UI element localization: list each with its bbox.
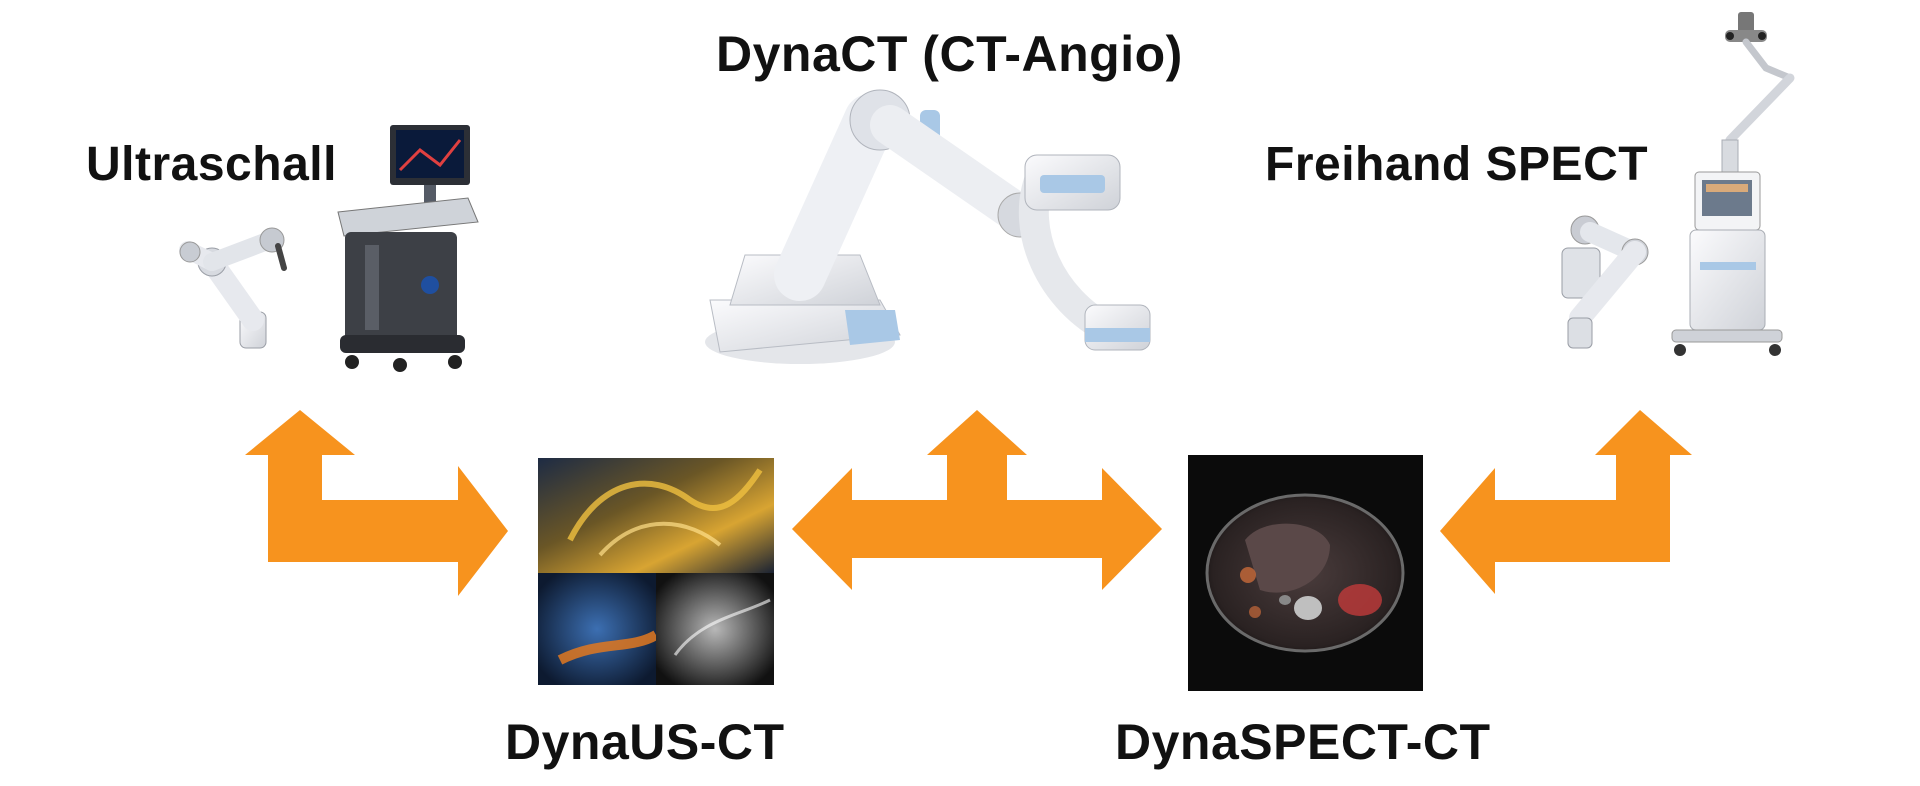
arrow-dynact-to-dynaus-and-dynaspect bbox=[792, 410, 1162, 590]
label-freihand-spect: Freihand SPECT bbox=[1265, 138, 1649, 191]
robot-arm-icon bbox=[179, 227, 287, 349]
freehand-spect-icon bbox=[1561, 12, 1795, 356]
dynaspect-ct-image bbox=[1188, 455, 1423, 691]
arrow-ultraschall-to-dynaus bbox=[245, 410, 508, 596]
dynaus-ct-image bbox=[538, 458, 774, 685]
arrow-spect-to-dynaspect bbox=[1440, 410, 1692, 594]
label-dynaspect-ct: DynaSPECT-CT bbox=[1115, 714, 1491, 770]
label-dynact: DynaCT (CT-Angio) bbox=[716, 26, 1183, 82]
label-dynaus-ct: DynaUS-CT bbox=[505, 714, 785, 770]
label-ultraschall: Ultraschall bbox=[86, 138, 337, 191]
c-arm-angiography-icon bbox=[705, 89, 1151, 364]
ultrasound-cart-icon bbox=[337, 125, 479, 372]
